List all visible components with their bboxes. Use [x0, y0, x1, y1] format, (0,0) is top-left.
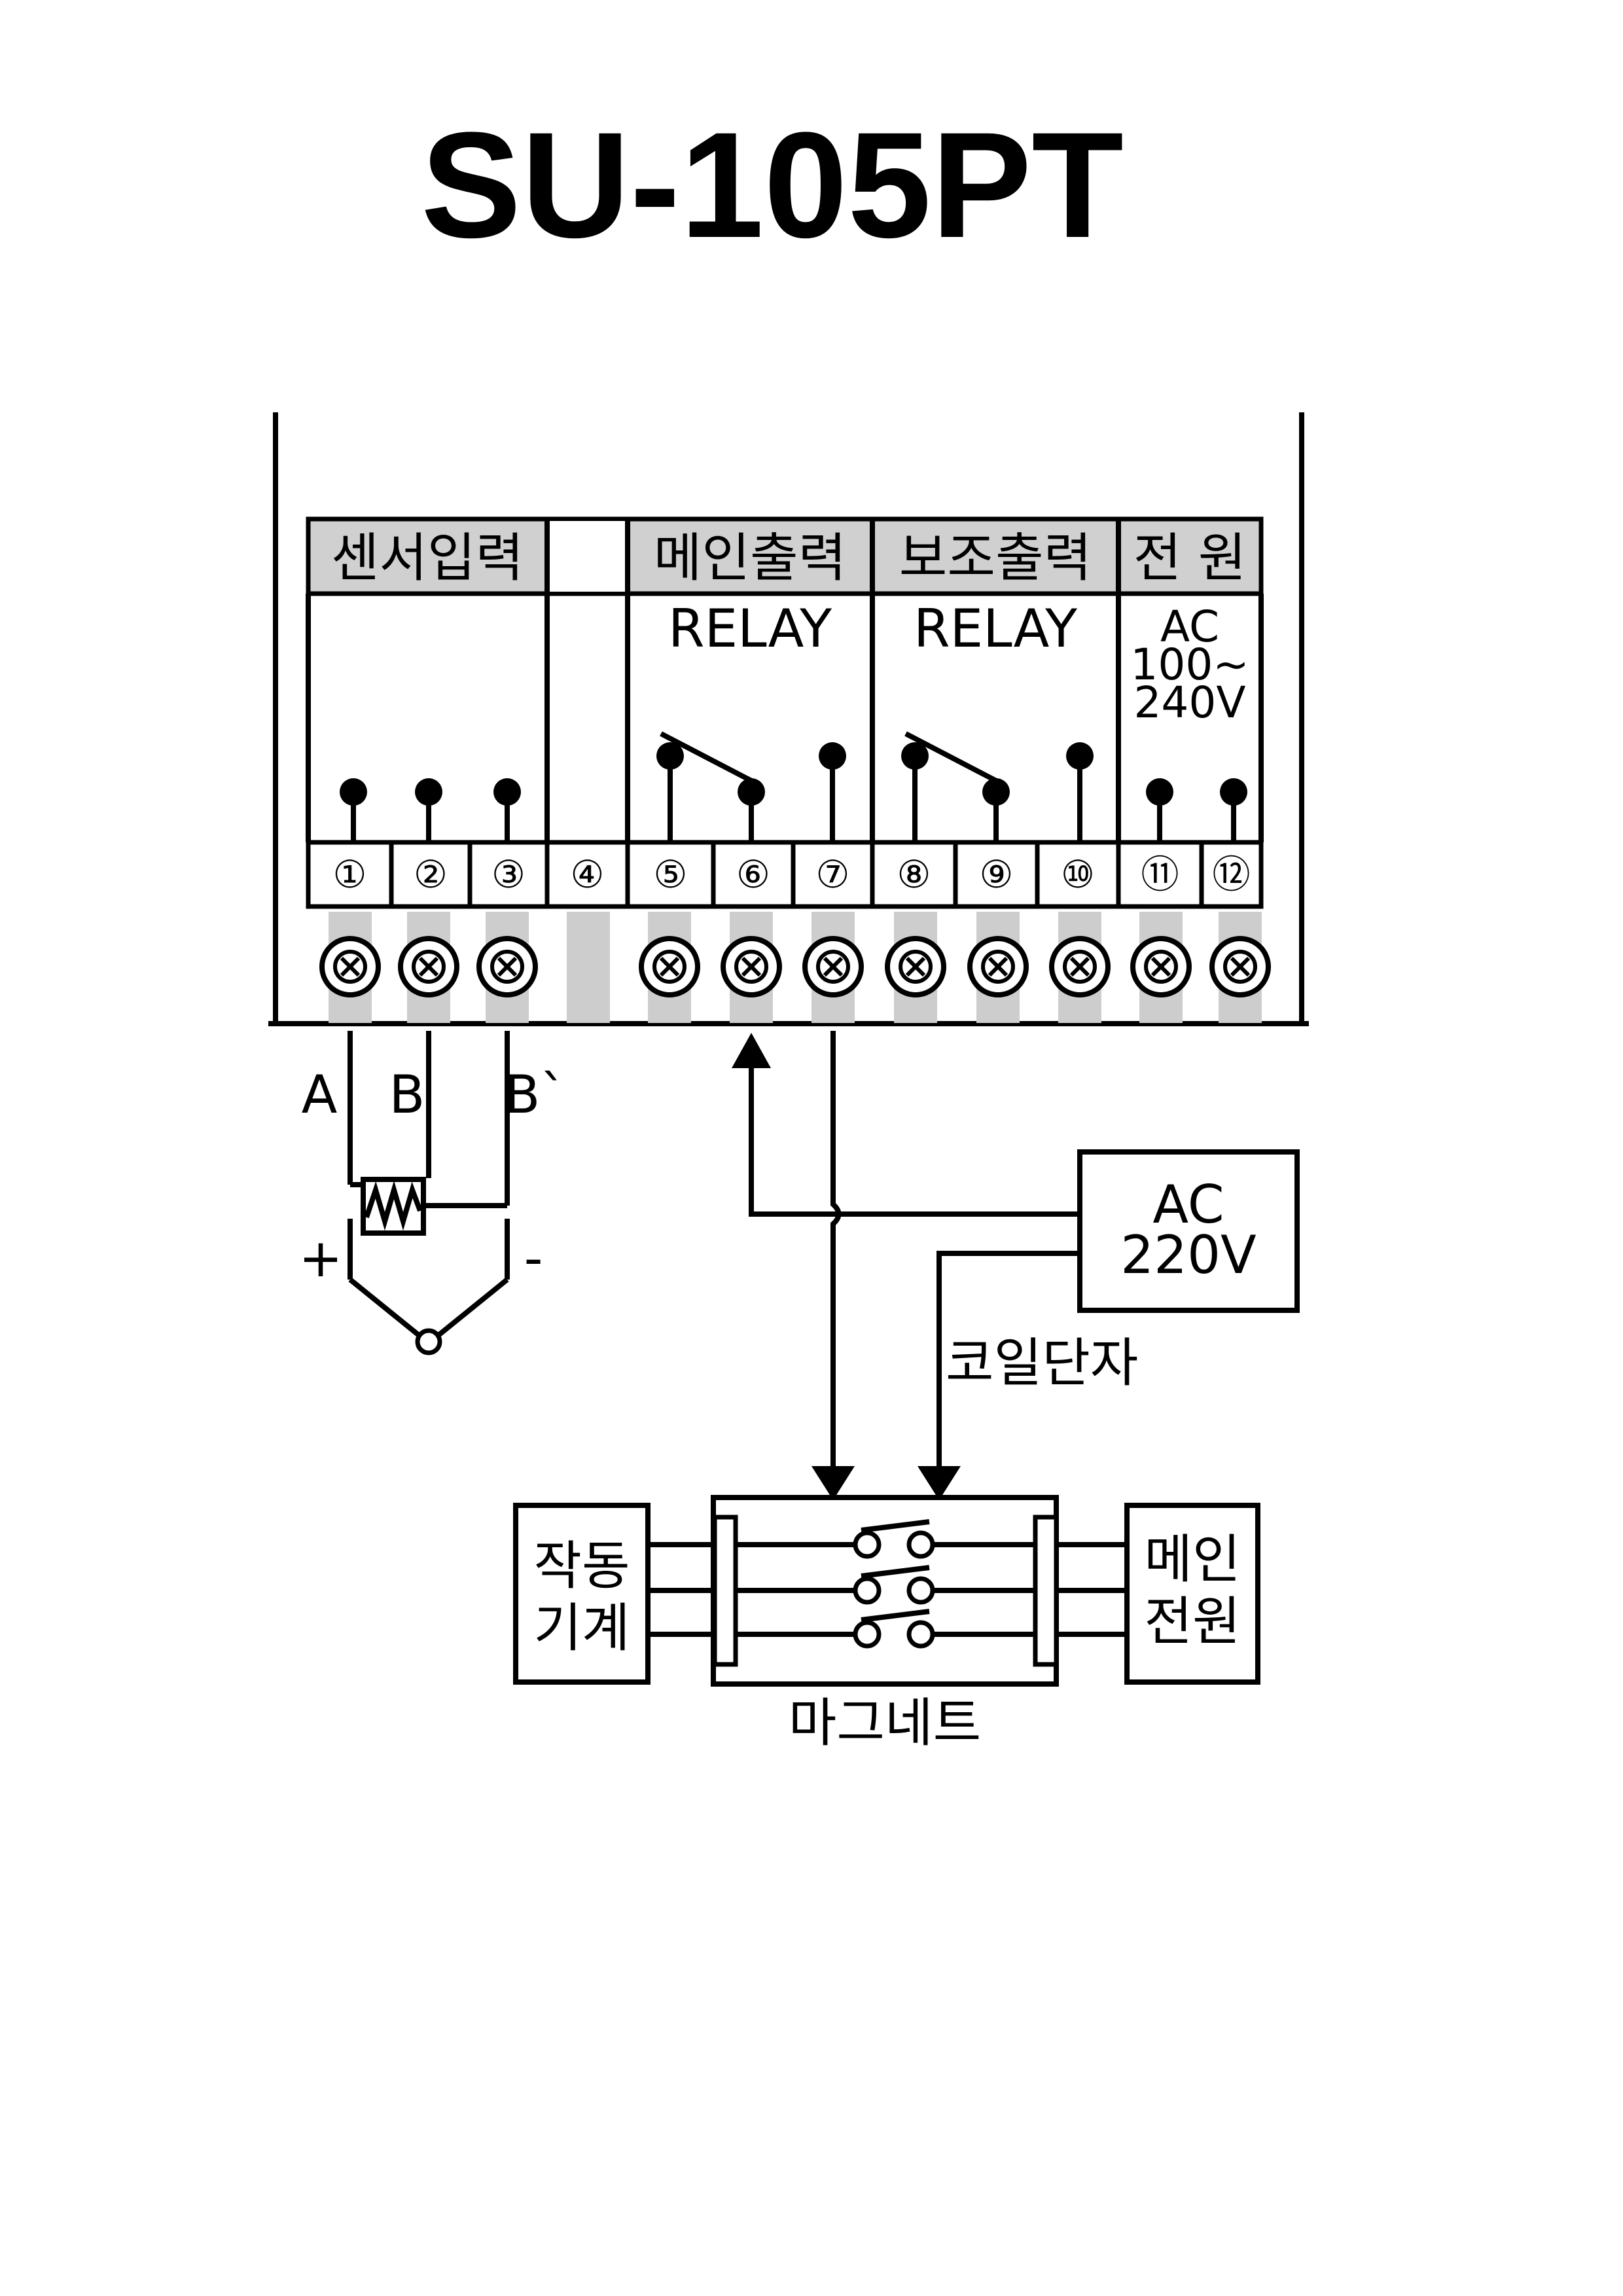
- terminal-header: 센서입력 메인출력 보조출력 전 원: [306, 516, 1264, 596]
- screw-3: [479, 939, 535, 995]
- ac-source: AC 220V: [1077, 1149, 1300, 1313]
- terminal-number-2: ②: [414, 852, 448, 897]
- screw-2: [401, 939, 457, 995]
- screw-10: [1052, 939, 1108, 995]
- magnet-label: 마그네트: [789, 1693, 981, 1753]
- terminal-number-8: ⑧: [897, 852, 931, 897]
- terminal-number-11: ⑪: [1141, 852, 1179, 897]
- main-power-box: 메인 전원: [1124, 1503, 1260, 1685]
- screw-terminals: [322, 912, 1268, 1023]
- screw-12: [1212, 939, 1268, 995]
- header-aux-output: 보조출력: [899, 528, 1092, 588]
- header-sensor-input: 센서입력: [331, 528, 524, 588]
- terminal-body: RELAY RELAY AC 100~ 240V: [306, 594, 1264, 842]
- coil-terminal-label: 코일단자: [946, 1333, 1138, 1393]
- aux-relay-switch: [901, 731, 1010, 842]
- svg-text:전원: 전원: [1144, 1591, 1240, 1652]
- terminal-number-7: ⑦: [816, 852, 850, 897]
- terminal-number-5: ⑤: [654, 852, 688, 897]
- main-relay-switch: [656, 731, 765, 842]
- screw-9: [970, 939, 1026, 995]
- polarity-minus: -: [524, 1228, 543, 1289]
- power-spec: AC 100~ 240V: [1130, 601, 1249, 728]
- contact-pins: [340, 742, 1247, 842]
- controller-enclosure: [268, 412, 1309, 1026]
- wire-label-b-prime: B`: [505, 1064, 567, 1125]
- terminal-number-12: ⑫: [1212, 852, 1250, 897]
- screw-5: [641, 939, 698, 995]
- svg-text:AC: AC: [1160, 601, 1219, 652]
- wire-label-a: A: [302, 1064, 338, 1125]
- svg-text:220V: 220V: [1120, 1225, 1257, 1285]
- screw-6: [723, 939, 779, 995]
- svg-text:240V: 240V: [1133, 677, 1245, 728]
- sensor-wiring: A B B` + -: [298, 1031, 567, 1355]
- svg-text:작동: 작동: [533, 1535, 630, 1596]
- screw-8: [887, 939, 944, 995]
- screw-7: [805, 939, 861, 995]
- terminal-number-4: ④: [571, 852, 605, 897]
- aux-relay-label: RELAY: [914, 598, 1078, 659]
- main-relay-label: RELAY: [668, 598, 832, 659]
- screw-11: [1133, 939, 1189, 995]
- svg-text:메인: 메인: [1144, 1529, 1240, 1590]
- terminal-number-6: ⑥: [736, 852, 770, 897]
- terminal-number-1: ①: [333, 852, 367, 897]
- terminal-number-9: ⑨: [980, 852, 1014, 897]
- page-title: SU-105PT: [421, 101, 1124, 269]
- wire-label-b: B: [389, 1064, 425, 1125]
- magnetic-contactor: 마그네트: [648, 1495, 1127, 1753]
- svg-text:AC: AC: [1152, 1174, 1224, 1235]
- terminal-number-10: ⑩: [1061, 852, 1095, 897]
- header-main-output: 메인출력: [654, 528, 846, 588]
- header-power: 전 원: [1133, 528, 1247, 588]
- terminal-number-3: ③: [491, 852, 526, 897]
- screw-1: [322, 939, 378, 995]
- polarity-plus: +: [298, 1228, 342, 1289]
- svg-text:100~: 100~: [1130, 639, 1249, 690]
- svg-text:기계: 기계: [533, 1598, 630, 1659]
- output-wiring: [732, 1031, 1080, 1500]
- load-box: 작동 기계: [513, 1503, 651, 1685]
